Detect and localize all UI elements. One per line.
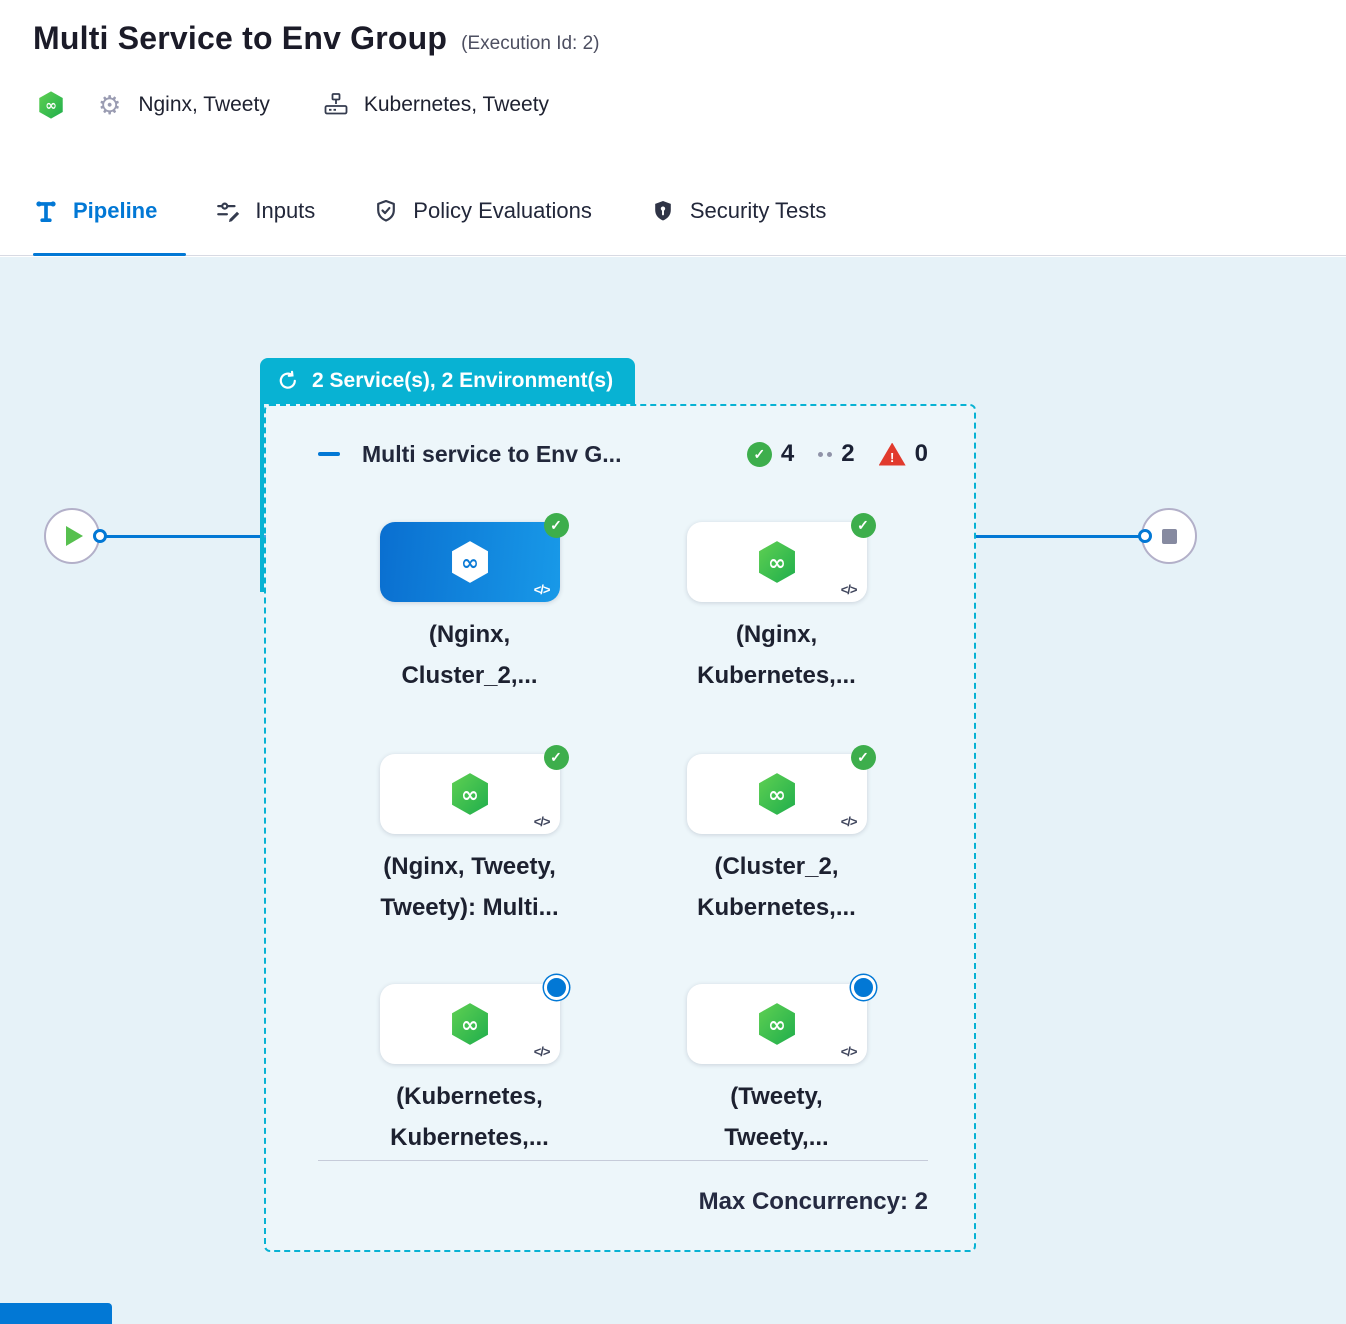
stage-cell: ∞ </> ✓ (Nginx, Kubernetes,... — [623, 513, 930, 754]
pending-count-item: 2 — [818, 440, 855, 468]
group-divider — [318, 1160, 928, 1161]
pending-count: 2 — [841, 440, 855, 467]
collapse-group-button[interactable] — [318, 452, 340, 456]
gear-icon: ⚙ — [98, 90, 122, 120]
tab-bar: Pipeline Inputs Policy Evaluations — [0, 166, 1346, 256]
code-glyph: </> — [533, 814, 551, 829]
policy-shield-check-icon — [377, 199, 396, 222]
svg-text:∞: ∞ — [461, 1013, 479, 1038]
svg-text:∞: ∞ — [461, 783, 479, 808]
play-icon — [66, 526, 83, 546]
failed-count-item: ! 0 — [878, 440, 928, 468]
page-header: Multi Service to Env Group (Execution Id… — [0, 0, 1346, 166]
tab-pipeline[interactable]: Pipeline — [33, 166, 187, 256]
tab-security-tests[interactable]: Security Tests — [621, 166, 856, 255]
harness-stage-icon: ∞ — [758, 541, 795, 583]
stage-label: (Tweety, Tweety,... — [724, 1083, 829, 1151]
footer-bar-partial — [0, 1303, 112, 1324]
stage-status-badge: ✓ — [543, 745, 569, 770]
success-count-item: ✓ 4 — [746, 440, 795, 468]
matrix-group-badge-label: 2 Service(s), 2 Environment(s) — [312, 369, 614, 392]
code-glyph: </> — [533, 582, 551, 597]
harness-stage-icon: ∞ — [758, 1003, 795, 1045]
page-title: Multi Service to Env Group — [33, 20, 448, 56]
stage-status-badge: ✓ — [850, 513, 876, 538]
stage-label: (Nginx, Tweety, Tweety): Multi... — [380, 853, 559, 921]
code-glyph: </> — [840, 582, 858, 597]
edge-start-to-group — [100, 535, 266, 538]
stop-icon — [1161, 528, 1177, 544]
stage-grid: ∞ </> ✓ (Nginx, Cluster_2,... ∞ — [316, 513, 930, 1162]
stage-status-counts: ✓ 4 2 ! 0 — [746, 440, 928, 468]
stage-status-badge: ✓ — [850, 975, 876, 1000]
end-connector-dot — [1138, 529, 1152, 543]
stage-card[interactable]: ∞ </> ✓ — [686, 745, 876, 834]
start-connector-dot — [93, 529, 107, 543]
tab-policy-evaluations-label: Policy Evaluations — [413, 197, 592, 223]
pending-dots-icon — [818, 451, 833, 457]
code-glyph: </> — [533, 1044, 551, 1059]
matrix-group-badge[interactable]: 2 Service(s), 2 Environment(s) — [260, 358, 636, 404]
stage-card[interactable]: ∞ </> ✓ — [686, 513, 876, 602]
harness-service-icon: ∞ — [39, 91, 63, 119]
stage-cell: ∞ </> ✓ (Nginx, Cluster_2,... — [316, 513, 623, 754]
stage-status-badge: ✓ — [543, 513, 569, 538]
environments-label: Kubernetes, Tweety — [363, 93, 550, 116]
success-check-icon: ✓ — [746, 441, 772, 467]
harness-stage-icon: ∞ — [758, 773, 795, 815]
stage-cell: ∞ </> ✓ (Kubernetes, Kubernetes,... — [316, 975, 623, 1162]
tab-inputs[interactable]: Inputs — [186, 166, 344, 255]
security-shield-icon — [655, 200, 671, 221]
tab-pipeline-label: Pipeline — [73, 197, 158, 223]
stage-label: (Kubernetes, Kubernetes,... — [390, 1083, 549, 1151]
svg-text:∞: ∞ — [768, 1013, 786, 1038]
stage-card[interactable]: ∞ </> ✓ — [686, 975, 876, 1064]
stage-cell: ∞ </> ✓ (Cluster_2, Kubernetes,... — [623, 745, 930, 984]
stage-status-badge: ✓ — [850, 745, 876, 770]
group-left-accent — [260, 404, 264, 592]
svg-text:∞: ∞ — [768, 551, 786, 576]
pipeline-canvas: 2 Service(s), 2 Environment(s) Multi ser… — [0, 257, 1346, 1324]
environments-rack-icon — [324, 93, 348, 115]
start-node[interactable] — [44, 508, 100, 564]
svg-text:∞: ∞ — [461, 551, 479, 576]
svg-text:∞: ∞ — [45, 98, 57, 114]
max-concurrency-label: Max Concurrency: 2 — [698, 1188, 928, 1215]
harness-stage-icon: ∞ — [451, 1003, 488, 1045]
stage-group-header: Multi service to Env G... ✓ 4 2 ! 0 — [318, 440, 934, 468]
code-glyph: </> — [840, 1044, 858, 1059]
loop-icon — [279, 370, 296, 389]
stage-cell: ∞ </> ✓ (Tweety, Tweety,... — [623, 975, 930, 1162]
stage-label: (Cluster_2, Kubernetes,... — [697, 853, 856, 921]
edge-group-to-end — [976, 535, 1142, 538]
stage-label: (Nginx, Cluster_2,... — [401, 621, 538, 689]
failed-warning-icon: ! — [878, 442, 906, 466]
code-glyph: </> — [840, 814, 858, 829]
tab-inputs-label: Inputs — [255, 197, 316, 223]
services-label: Nginx, Tweety — [138, 93, 270, 116]
stage-group-title[interactable]: Multi service to Env G... — [362, 440, 622, 467]
svg-text:∞: ∞ — [768, 783, 786, 808]
stage-cell: ∞ </> ✓ (Nginx, Tweety, Tweety): Multi..… — [316, 745, 623, 984]
tab-policy-evaluations[interactable]: Policy Evaluations — [344, 166, 621, 255]
execution-id: (Execution Id: 2) — [461, 33, 600, 54]
stage-group-box: Multi service to Env G... ✓ 4 2 ! 0 — [264, 404, 976, 1252]
harness-stage-icon: ∞ — [451, 773, 488, 815]
tab-security-tests-label: Security Tests — [689, 197, 827, 223]
failed-count: 0 — [914, 440, 928, 467]
harness-stage-icon: ∞ — [451, 541, 488, 583]
success-count: 4 — [780, 440, 795, 467]
stage-card[interactable]: ∞ </> ✓ — [379, 513, 569, 602]
stage-card[interactable]: ∞ </> ✓ — [379, 745, 569, 834]
stage-card[interactable]: ∞ </> ✓ — [379, 975, 569, 1064]
stage-label: (Nginx, Kubernetes,... — [697, 621, 856, 689]
stage-status-badge: ✓ — [543, 975, 569, 1000]
inputs-icon — [217, 202, 240, 222]
pipeline-icon — [36, 200, 56, 222]
